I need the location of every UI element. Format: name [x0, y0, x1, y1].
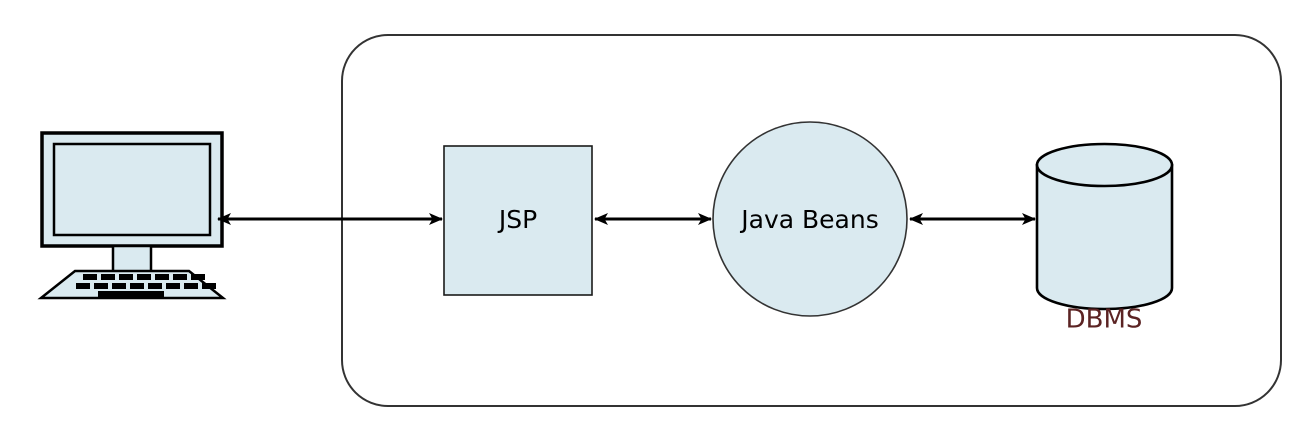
monitor-stand-icon [111, 244, 153, 274]
monitor-screen-icon [52, 142, 212, 237]
java-beans-node-label: Java Beans [739, 205, 878, 234]
dbms-node[interactable]: DBMS [1035, 142, 1174, 335]
java-beans-node[interactable]: Java Beans [712, 121, 908, 317]
dbms-cylinder-top [1035, 142, 1174, 188]
keyboard-keys-row-2 [76, 283, 216, 289]
dbms-node-label: DBMS [1066, 305, 1143, 335]
keyboard-keys-row-1 [83, 274, 205, 280]
jsp-node[interactable]: JSP [443, 145, 593, 296]
jsp-node-shape [443, 145, 593, 296]
jsp-node-label: JSP [497, 205, 537, 234]
dbms-cylinder-body [1035, 163, 1174, 311]
keyboard-spacebar-icon [98, 291, 164, 298]
java-beans-node-shape [712, 121, 908, 317]
client-computer[interactable] [37, 131, 227, 300]
